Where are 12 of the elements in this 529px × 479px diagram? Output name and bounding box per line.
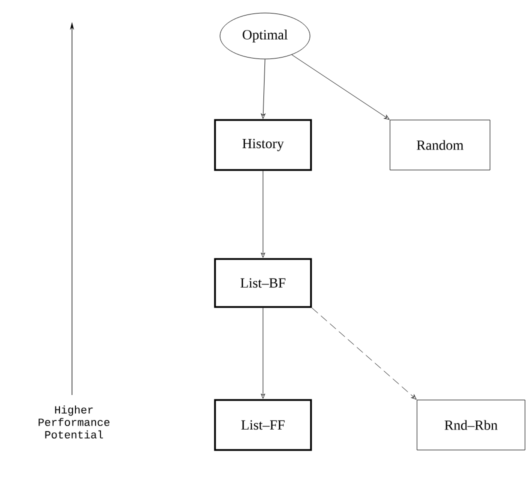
process-box: List–FF <box>214 399 312 451</box>
process-box: History <box>214 119 312 171</box>
arrow <box>261 59 266 119</box>
ellipse-node: Optimal <box>220 12 310 60</box>
arrow <box>312 308 417 400</box>
process-box: Random <box>390 120 490 170</box>
arrow <box>260 308 266 399</box>
axis-label: Higher Performance Potential <box>38 406 110 438</box>
arrow <box>260 170 266 258</box>
process-box: List–BF <box>214 258 312 308</box>
process-box: Rnd–Rbn <box>416 400 526 450</box>
arrow <box>292 54 390 120</box>
